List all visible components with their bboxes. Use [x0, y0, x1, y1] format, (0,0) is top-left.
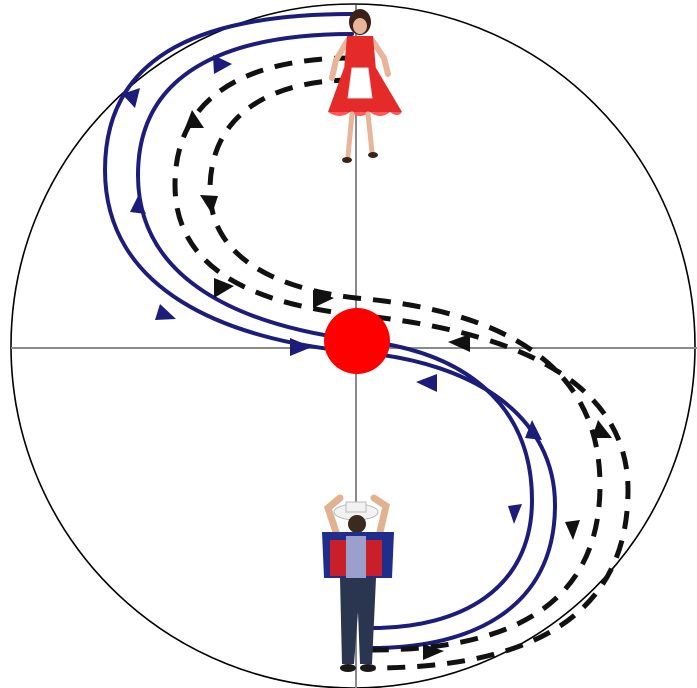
- center-point: [324, 308, 390, 374]
